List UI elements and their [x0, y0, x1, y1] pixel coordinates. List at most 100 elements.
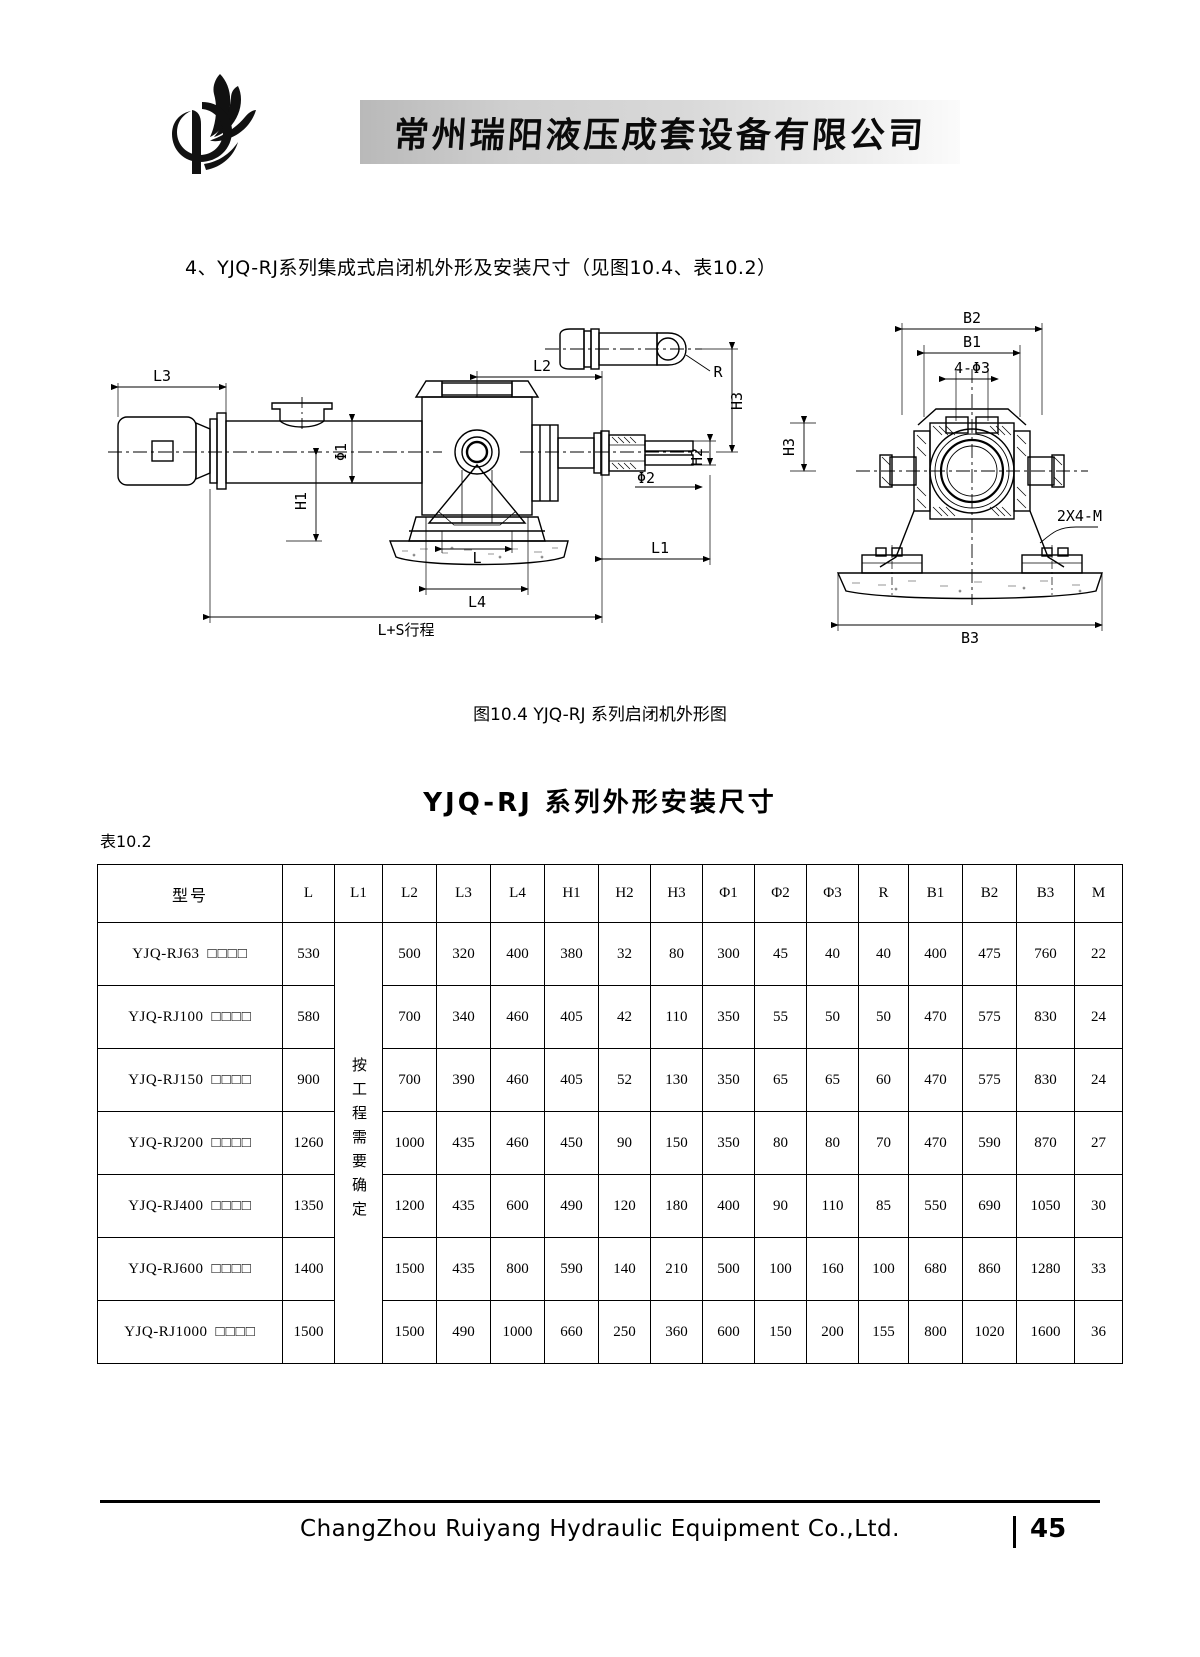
dim-label-R: R	[713, 363, 723, 381]
cell-phi1: 350	[702, 985, 755, 1049]
cell-M: 30	[1074, 1174, 1123, 1238]
cell-L4: 800	[490, 1237, 545, 1301]
col-header-B2: B2	[962, 864, 1017, 923]
cell-L: 1260	[282, 1111, 335, 1175]
col-header-H2: H2	[598, 864, 651, 923]
dim-label-2x4-M: 2X4-M	[1057, 507, 1102, 525]
col-header-H3: H3	[650, 864, 703, 923]
cell-B2: 1020	[962, 1300, 1017, 1364]
model-code: YJQ-RJ150	[128, 1071, 204, 1088]
dim-label-H2: H2	[688, 448, 706, 466]
dim-label-L2: L2	[533, 357, 551, 375]
cell-B2: 575	[962, 985, 1017, 1049]
cell-L: 1350	[282, 1174, 335, 1238]
cell-H1: 380	[544, 922, 599, 986]
dimensions-table: 型号 L L1 L2 L3 L4 H1 H2 H3 Φ1 Φ2 Φ3 R B1 …	[97, 864, 1123, 1364]
cell-B3: 1280	[1016, 1237, 1075, 1301]
col-header-M: M	[1074, 864, 1123, 923]
cell-model: YJQ-RJ400 □□□□	[97, 1174, 283, 1238]
dim-label-H3-end: H3	[780, 438, 798, 456]
model-option-boxes: □□□□	[207, 945, 248, 962]
cell-H1: 590	[544, 1237, 599, 1301]
cell-phi1: 500	[702, 1237, 755, 1301]
cell-R: 100	[858, 1237, 909, 1301]
cell-H1: 490	[544, 1174, 599, 1238]
cell-B3: 1050	[1016, 1174, 1075, 1238]
col-header-R: R	[858, 864, 909, 923]
cell-L4: 460	[490, 1048, 545, 1112]
cell-H2: 52	[598, 1048, 651, 1112]
cell-L3: 435	[436, 1174, 491, 1238]
dim-label-4-phi3: 4-Φ3	[954, 359, 990, 377]
cell-phi1: 600	[702, 1300, 755, 1364]
dim-label-phi1: Φ1	[332, 443, 350, 461]
model-option-boxes: □□□□	[211, 1260, 252, 1277]
cell-L4: 600	[490, 1174, 545, 1238]
cell-H1: 450	[544, 1111, 599, 1175]
cell-L2: 500	[382, 922, 437, 986]
cell-phi3: 80	[806, 1111, 859, 1175]
cell-M: 22	[1074, 922, 1123, 986]
cell-R: 40	[858, 922, 909, 986]
col-header-L1: L1	[334, 864, 383, 923]
model-code: YJQ-RJ400	[128, 1197, 204, 1214]
cell-H3: 360	[650, 1300, 703, 1364]
col-header-phi3: Φ3	[806, 864, 859, 923]
section-heading: 4、YJQ-RJ系列集成式启闭机外形及安装尺寸（见图10.4、表10.2）	[185, 257, 777, 279]
col-header-L: L	[282, 864, 335, 923]
cell-phi3: 160	[806, 1237, 859, 1301]
cell-B1: 550	[908, 1174, 963, 1238]
l1-vertical-note: 按工程需要确定	[350, 1056, 368, 1225]
col-header-B3: B3	[1016, 864, 1075, 923]
cell-model: YJQ-RJ100□□□□	[97, 985, 283, 1049]
cell-L2: 700	[382, 1048, 437, 1112]
cell-phi2: 45	[754, 922, 807, 986]
cell-L3: 340	[436, 985, 491, 1049]
cell-L: 900	[282, 1048, 335, 1112]
cell-L: 530	[282, 922, 335, 986]
cell-L3: 390	[436, 1048, 491, 1112]
page-header: 常州瑞阳液压成套设备有限公司	[0, 0, 1200, 200]
cell-B1: 470	[908, 985, 963, 1049]
cell-phi1: 300	[702, 922, 755, 986]
cell-M: 24	[1074, 985, 1123, 1049]
cell-L: 580	[282, 985, 335, 1049]
leaf-swirl-logo-icon	[168, 68, 288, 178]
cell-L3: 320	[436, 922, 491, 986]
model-option-boxes: □□□□	[211, 1008, 252, 1025]
cell-phi1: 400	[702, 1174, 755, 1238]
cell-B1: 400	[908, 922, 963, 986]
cell-H1: 405	[544, 1048, 599, 1112]
model-code: YJQ-RJ63	[132, 945, 200, 962]
technical-drawing: L3 Φ1 H1 L2 R H3 H2 Φ2 L1 L L4 L+S行程 B2 …	[90, 305, 1110, 675]
table-title: YJQ-RJ 系列外形安装尺寸	[423, 788, 777, 818]
cell-M: 36	[1074, 1300, 1123, 1364]
cell-phi3: 65	[806, 1048, 859, 1112]
footer-divider	[100, 1500, 1100, 1503]
cell-phi3: 200	[806, 1300, 859, 1364]
footer-separator	[1013, 1516, 1016, 1548]
cell-H3: 80	[650, 922, 703, 986]
cell-L2: 1500	[382, 1300, 437, 1364]
dim-label-B3: B3	[961, 629, 979, 647]
cell-L4: 1000	[490, 1300, 545, 1364]
cell-L2: 1000	[382, 1111, 437, 1175]
dim-label-L1: L1	[651, 539, 669, 557]
cell-B2: 690	[962, 1174, 1017, 1238]
dimensions-table-wrap: 型号 L L1 L2 L3 L4 H1 H2 H3 Φ1 Φ2 Φ3 R B1 …	[97, 864, 1123, 1364]
cell-phi2: 90	[754, 1174, 807, 1238]
dim-label-H3: H3	[728, 392, 746, 410]
cell-L2: 1500	[382, 1237, 437, 1301]
col-header-B1: B1	[908, 864, 963, 923]
col-header-L3: L3	[436, 864, 491, 923]
col-header-H1: H1	[544, 864, 599, 923]
dim-label-L-plus-S: L+S行程	[377, 621, 434, 639]
col-header-phi1: Φ1	[702, 864, 755, 923]
model-option-boxes: □□□□	[211, 1197, 252, 1214]
cell-phi3: 40	[806, 922, 859, 986]
cell-B2: 475	[962, 922, 1017, 986]
cell-B3: 1600	[1016, 1300, 1075, 1364]
